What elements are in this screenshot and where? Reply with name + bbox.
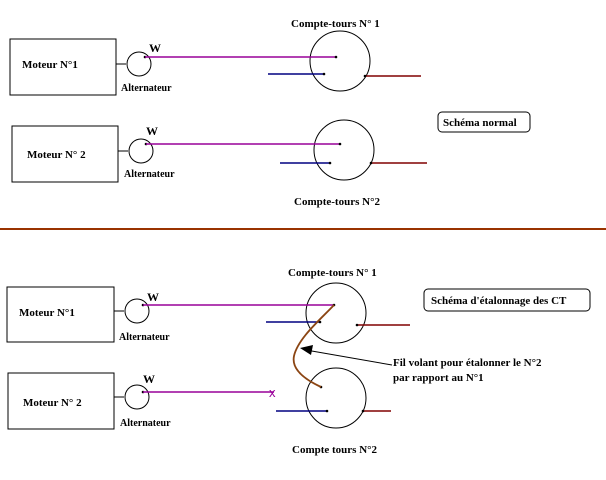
tachometer-2-label: Compte-tours N°2 <box>294 196 380 208</box>
flying-wire-pointer <box>305 349 393 366</box>
tachometer-2-red-terminal <box>369 161 373 165</box>
calibration-schema-title: Schéma d'étalonnage des CT <box>431 295 567 307</box>
normal-schema: Moteur N°1 Alternateur W Compte-tours N°… <box>9 18 531 208</box>
cal-tachometer-1 <box>305 282 367 344</box>
cal-motor-2-label: Moteur N° 2 <box>23 397 82 409</box>
cal-tachometer-2-blue-terminal <box>325 409 329 413</box>
normal-schema-title: Schéma normal <box>443 117 517 129</box>
tachometer-2-blue-terminal <box>328 161 332 165</box>
cal-tachometer-2 <box>305 367 367 429</box>
terminal-w-1: W <box>149 41 161 55</box>
alternator-1 <box>126 51 152 77</box>
cal-terminal-w-1: W <box>147 290 159 304</box>
normal-schema-title-box <box>437 111 531 133</box>
flying-wire <box>292 304 335 388</box>
cal-tachometer-1-red-terminal <box>355 323 359 327</box>
cal-motor-1-box <box>6 286 115 343</box>
tachometer-1-red-terminal <box>363 74 367 78</box>
tachometer-1-blue-terminal <box>322 72 326 76</box>
cal-tachometer-2-red-terminal <box>361 409 365 413</box>
cal-alternator-1 <box>124 298 150 324</box>
motor-2-label: Moteur N° 2 <box>27 149 86 161</box>
cal-alternator-2-label: Alternateur <box>120 418 171 429</box>
flying-wire-note-line-2: par rapport au N°1 <box>393 372 484 384</box>
cal-motor-2-box <box>7 372 115 430</box>
alternator-1-label: Alternateur <box>121 83 172 94</box>
flying-wire-arrowhead <box>300 345 313 355</box>
alternator-2-label: Alternateur <box>124 169 175 180</box>
terminal-w-2: W <box>146 124 158 138</box>
tachometer-1-label: Compte-tours N° 1 <box>291 18 380 30</box>
alternator-2 <box>128 138 154 164</box>
tachometer-2-w-terminal <box>338 142 342 146</box>
calibration-schema-title-box <box>423 288 591 312</box>
motor-2-box <box>11 125 119 183</box>
tachometer-1 <box>309 30 371 92</box>
motor-1-label: Moteur N°1 <box>22 59 78 71</box>
cal-alternator-2 <box>124 384 150 410</box>
tachometer-1-w-terminal <box>334 55 338 59</box>
cal-tachometer-2-label: Compte tours N°2 <box>292 444 378 456</box>
cal-alternator-1-label: Alternateur <box>119 332 170 343</box>
cal-tachometer-1-label: Compte-tours N° 1 <box>288 267 377 279</box>
cal-motor-1-label: Moteur N°1 <box>19 307 75 319</box>
cal-tachometer-1-blue-terminal <box>318 320 322 324</box>
motor-1-box <box>9 38 117 96</box>
tachometer-2 <box>313 119 375 181</box>
disconnect-mark: x <box>269 385 276 400</box>
cal-terminal-w-2: W <box>143 372 155 386</box>
flying-wire-note-line-1: Fil volant pour étalonner le N°2 <box>393 357 542 369</box>
calibration-schema: Moteur N°1 Alternateur W Compte-tours N°… <box>6 267 591 456</box>
